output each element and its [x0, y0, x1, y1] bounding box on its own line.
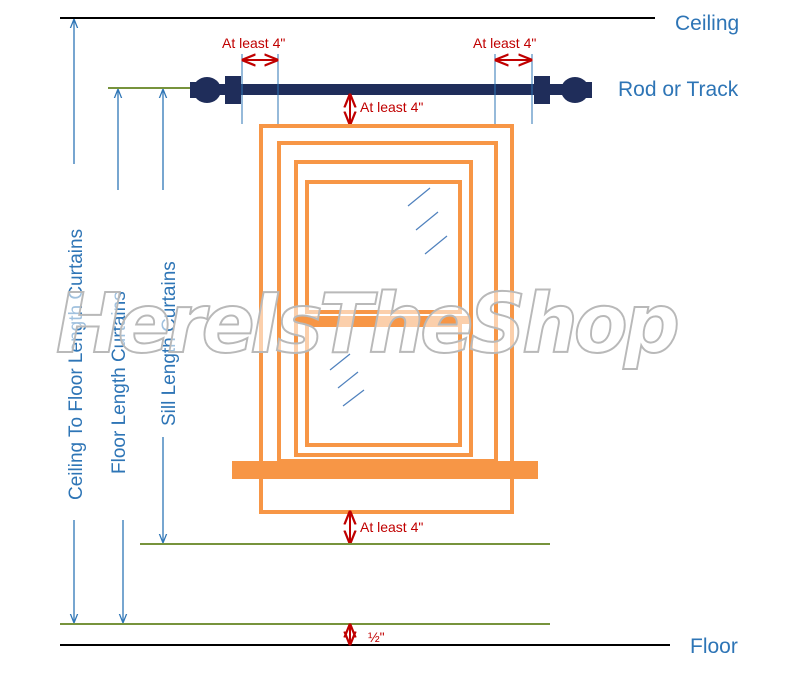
window — [259, 124, 514, 514]
curtain-rod — [190, 76, 592, 104]
watermark: HereIsTheShop — [56, 277, 677, 372]
ceiling-label: Ceiling — [675, 12, 739, 35]
sill-length-label: Sill Length Curtains — [159, 261, 180, 426]
glass-reflection-upper — [407, 187, 448, 255]
glass-reflection-lower — [329, 353, 365, 407]
top-clearance-label: At least 4" — [360, 99, 423, 115]
rod-label: Rod or Track — [618, 78, 739, 101]
right-clearance-label: At least 4" — [473, 35, 536, 51]
floor-label: Floor — [690, 635, 738, 658]
floor-gap-label: ½" — [368, 629, 385, 645]
window-sill — [232, 461, 538, 479]
left-clearance-label: At least 4" — [222, 35, 285, 51]
bottom-clearance-label: At least 4" — [360, 519, 423, 535]
ceiling-to-floor-label: Ceiling To Floor Length Curtains — [66, 229, 87, 500]
floor-length-label: Floor Length Curtains — [109, 291, 130, 474]
